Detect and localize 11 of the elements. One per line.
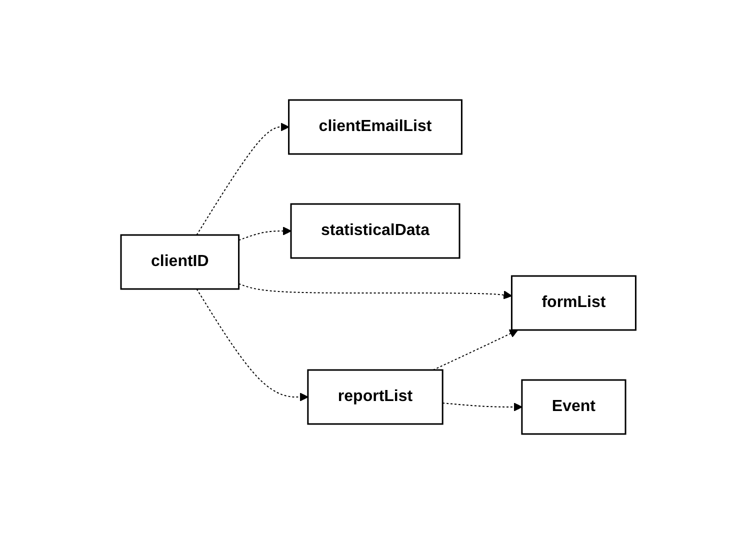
node-box: Event: [520, 378, 626, 434]
arrow: [442, 402, 522, 411]
arrow: [238, 226, 292, 240]
arrow: [196, 122, 289, 235]
arrow: [196, 288, 308, 401]
node-box: statisticalData: [290, 202, 460, 258]
node-box: reportList: [306, 368, 443, 424]
arrow: [238, 282, 512, 299]
node-box: clientEmailList: [288, 98, 462, 154]
node-box: clientID: [120, 234, 240, 290]
node-box: formList: [510, 274, 636, 330]
